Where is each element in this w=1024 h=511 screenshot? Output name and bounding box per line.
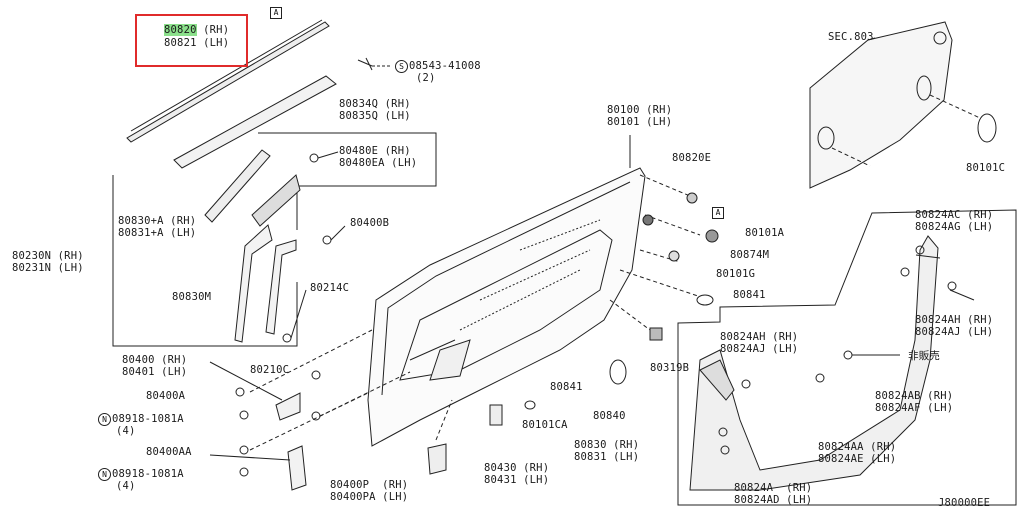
part-80401[interactable]: 80401 (LH) — [122, 366, 188, 378]
door-panel-part — [367, 167, 646, 447]
part-80841-a[interactable]: 80841 — [733, 289, 766, 301]
part-80824ag[interactable]: 80824AG (LH) — [915, 221, 994, 233]
part-80210c[interactable]: 80210C — [250, 364, 290, 376]
part-80231n[interactable]: 80231N (LH) — [12, 262, 84, 274]
part-80400p[interactable]: 80400P (RH) — [330, 479, 409, 491]
part-80319b[interactable]: 80319B — [650, 362, 690, 374]
part-08918-a[interactable]: 08918-1081A — [112, 413, 184, 425]
part-08543[interactable]: 08543-41008 — [409, 60, 481, 72]
part-80824ac[interactable]: 80824AC (RH) — [915, 209, 994, 221]
n-mark: N — [98, 413, 111, 426]
part-80840[interactable]: 80840 — [593, 410, 626, 422]
part-80480e[interactable]: 80480E (RH) — [339, 145, 411, 157]
part-80834q[interactable]: 80834Q (RH) — [339, 98, 411, 110]
part-80400pa[interactable]: 80400PA (LH) — [330, 491, 409, 503]
part-80830a[interactable]: 80830+A (RH) — [118, 215, 197, 227]
part-80835q[interactable]: 80835Q (LH) — [339, 110, 411, 122]
part-80841-b[interactable]: 80841 — [550, 381, 583, 393]
part-80820-rh[interactable]: 80820 (RH) — [164, 24, 230, 36]
not-sold-note: 非販売 — [908, 350, 941, 362]
qty: (4) — [116, 425, 136, 437]
part-08918-b[interactable]: 08918-1081A — [112, 468, 184, 480]
part-80824ae[interactable]: 80824AE (LH) — [818, 453, 897, 465]
part-80824ah-right[interactable]: 80824AH (RH) — [915, 314, 994, 326]
ref-a-marker: A — [712, 207, 724, 219]
part-80831[interactable]: 80831 (LH) — [574, 451, 640, 463]
part-80824ab[interactable]: 80824AB (RH) — [875, 390, 954, 402]
part-80101[interactable]: 80101 (LH) — [607, 116, 673, 128]
part-80100[interactable]: 80100 (RH) — [607, 104, 673, 116]
part-80824ad[interactable]: 80824AD (LH) — [734, 494, 813, 506]
part-80430[interactable]: 80430 (RH) — [484, 462, 550, 474]
part-80101a[interactable]: 80101A — [745, 227, 785, 239]
part-80400[interactable]: 80400 (RH) — [122, 354, 188, 366]
part-80830[interactable]: 80830 (RH) — [574, 439, 640, 451]
part-80830m[interactable]: 80830M — [172, 291, 212, 303]
part-80230n[interactable]: 80230N (RH) — [12, 250, 84, 262]
part-80400b[interactable]: 80400B — [350, 217, 390, 229]
part-80824aj-right[interactable]: 80824AJ (LH) — [915, 326, 994, 338]
screw-part — [357, 57, 373, 71]
part-80101g[interactable]: 80101G — [716, 268, 756, 280]
part-80214c[interactable]: 80214C — [310, 282, 350, 294]
part-80480ea[interactable]: 80480EA (LH) — [339, 157, 418, 169]
part-80101c[interactable]: 80101C — [966, 162, 1006, 174]
part-80874m[interactable]: 80874M — [730, 249, 770, 261]
part-80431[interactable]: 80431 (LH) — [484, 474, 550, 486]
part-80820e[interactable]: 80820E — [672, 152, 712, 164]
ref-a-marker: A — [270, 7, 282, 19]
part-80824ah-left[interactable]: 80824AH (RH) — [720, 331, 799, 343]
part-80824af[interactable]: 80824AF (LH) — [875, 402, 954, 414]
qty: (2) — [416, 72, 436, 84]
sec-803-label[interactable]: SEC.803 — [828, 31, 874, 43]
diagram-code: J80000EE — [938, 497, 991, 509]
part-80824a[interactable]: 80824A (RH) — [734, 482, 813, 494]
part-80400a[interactable]: 80400A — [146, 390, 186, 402]
part-80400aa[interactable]: 80400AA — [146, 446, 192, 458]
inner-weatherstrip-part — [173, 75, 337, 169]
s-mark: S — [395, 60, 408, 73]
part-80821-lh[interactable]: 80821 (LH) — [164, 37, 230, 49]
highlight-box — [135, 14, 248, 67]
qty: (4) — [116, 480, 136, 492]
outer-weatherstrip-part — [126, 21, 330, 143]
n-mark: N — [98, 468, 111, 481]
part-80824aa[interactable]: 80824AA (RH) — [818, 441, 897, 453]
sec-803-panel — [809, 21, 953, 189]
part-80101ca[interactable]: 80101CA — [522, 419, 568, 431]
part-80831a[interactable]: 80831+A (LH) — [118, 227, 197, 239]
part-80824aj-left[interactable]: 80824AJ (LH) — [720, 343, 799, 355]
